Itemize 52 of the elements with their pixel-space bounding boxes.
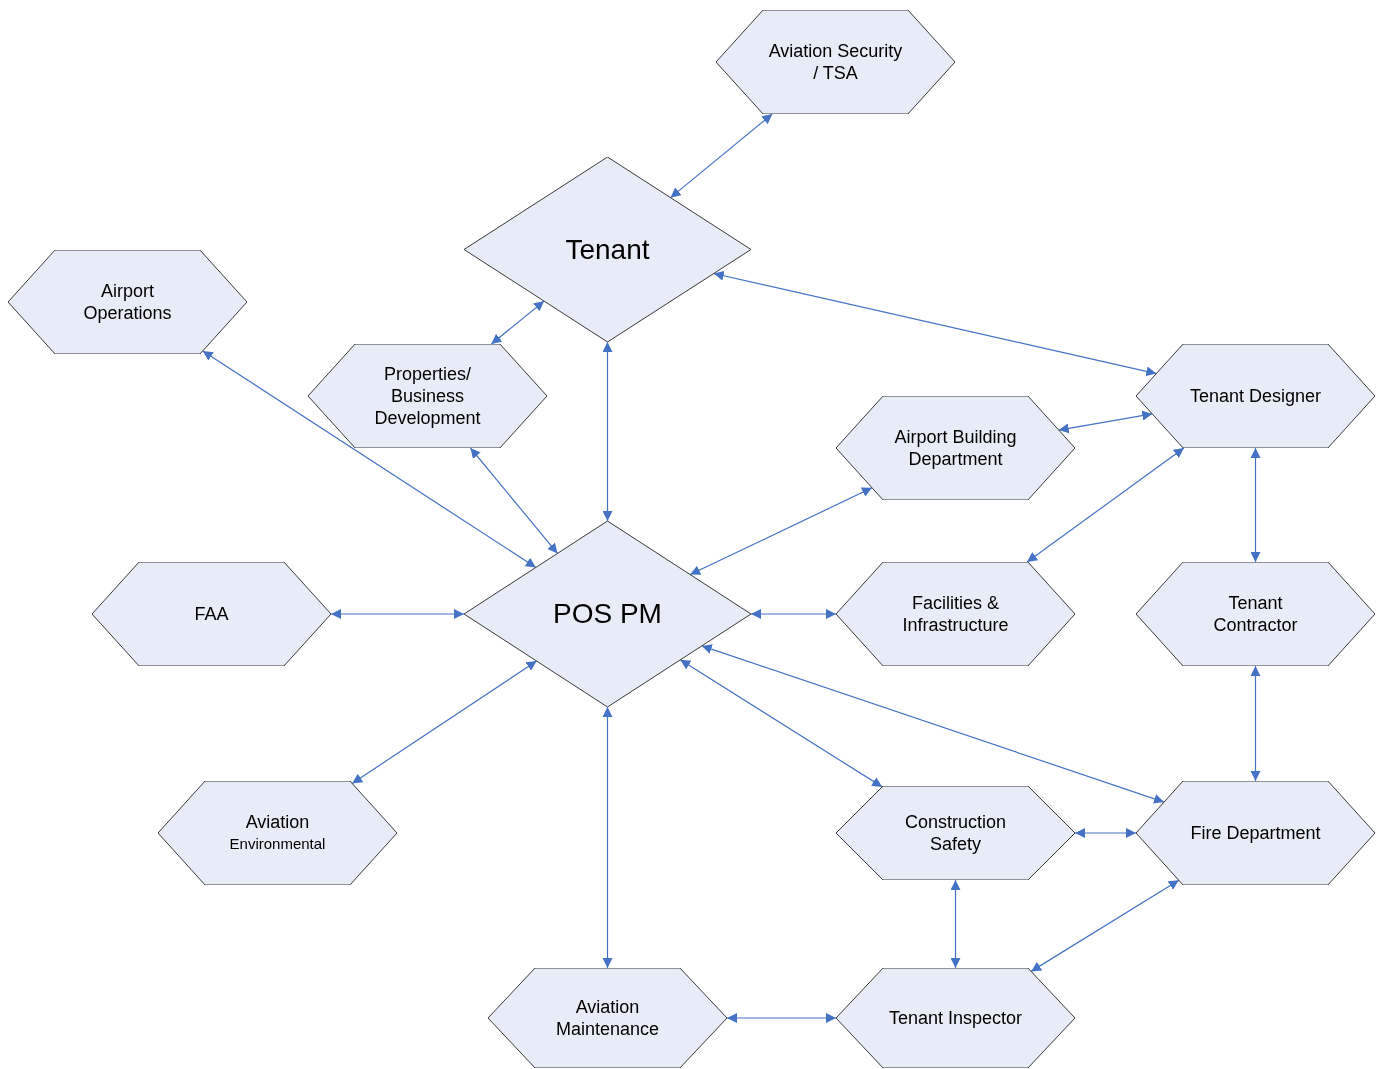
hexagon-node <box>836 562 1075 666</box>
node-label: Environmental <box>228 834 327 854</box>
node-label: POS PM <box>552 603 663 625</box>
node-label: Fire Department <box>1189 822 1322 844</box>
node-label: Facilities & Infrastructure <box>901 592 1010 636</box>
arrow <box>701 644 1165 804</box>
hexagon-node <box>8 250 247 354</box>
node-label: FAA <box>193 603 230 625</box>
hexagon-node <box>1136 562 1375 666</box>
node-label: Tenant Inspector <box>887 1007 1024 1029</box>
arrow <box>1058 410 1153 434</box>
arrow <box>1026 447 1185 563</box>
arrow <box>602 341 613 522</box>
arrow <box>351 660 538 785</box>
node-label: Aviation Security / TSA <box>767 40 904 84</box>
hexagon-node <box>836 786 1075 880</box>
node-label: Tenant Contractor <box>1212 592 1299 636</box>
node-label: Airport Operations <box>82 280 173 324</box>
arrow <box>602 706 613 969</box>
node-label: Construction Safety <box>903 811 1008 855</box>
decision-diamond <box>464 521 751 707</box>
arrow <box>1074 828 1137 838</box>
hexagon-node <box>1136 344 1375 448</box>
arrow <box>469 447 559 554</box>
arrow <box>1250 665 1261 782</box>
node-label: Properties/ Business Development <box>373 363 482 429</box>
node-label: Tenant <box>564 238 651 261</box>
arrow <box>950 879 961 969</box>
arrow <box>669 113 773 199</box>
node-label: Airport Building Department <box>893 426 1018 470</box>
node-label: Aviation <box>244 811 311 833</box>
hexagon-node <box>92 562 331 666</box>
arrow <box>689 487 873 576</box>
arrow <box>202 350 537 569</box>
hexagon-node <box>836 396 1075 500</box>
arrow <box>679 659 883 788</box>
arrow <box>726 1013 837 1023</box>
node-label: Aviation Maintenance <box>554 996 661 1040</box>
arrow <box>713 270 1157 377</box>
arrow <box>750 609 837 619</box>
arrow <box>1250 447 1261 563</box>
node-label: Tenant Designer <box>1188 385 1323 407</box>
arrow <box>330 609 465 619</box>
hexagon-node <box>158 781 397 885</box>
hexagon-node <box>308 344 547 448</box>
arrow <box>490 300 545 345</box>
decision-diamond <box>464 157 751 342</box>
hexagon-node <box>716 10 955 114</box>
hexagon-node <box>1136 781 1375 885</box>
arrow <box>1030 879 1180 972</box>
hexagon-node <box>836 968 1075 1068</box>
hexagon-node <box>488 968 727 1068</box>
